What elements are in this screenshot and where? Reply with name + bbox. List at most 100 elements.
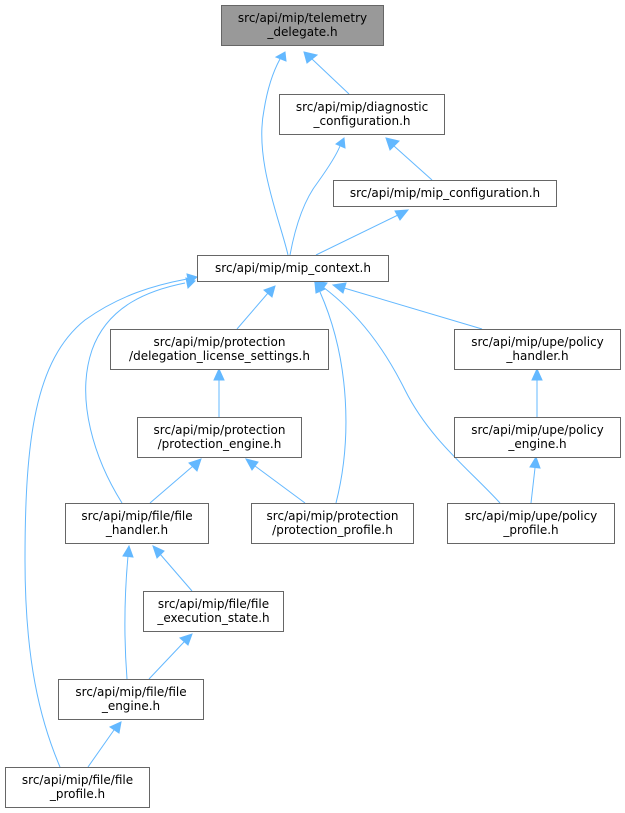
arrowhead [335,137,346,149]
node-label-line: src/api/mip/file/file [22,773,133,787]
edge-protection_engine-to-delegation_license_settings [213,367,225,417]
node-mip_configuration[interactable]: src/api/mip/mip_configuration.h [333,180,557,207]
node-box [58,679,204,720]
node-file_execution_state[interactable]: src/api/mip/file/file_execution_state.h [143,591,284,632]
edge-line [148,641,185,680]
arrowhead [394,209,410,221]
edge-line [319,291,347,504]
edge-delegation_license_settings-to-mip_context [236,285,276,330]
node-mip_context[interactable]: src/api/mip/mip_context.h [197,255,389,282]
node-diagnostic_configuration[interactable]: src/api/mip/diagnostic_configuration.h [279,94,445,135]
node-label-line: src/api/mip/upe/policy [465,509,598,523]
node-policy_handler[interactable]: src/api/mip/upe/policy_handler.h [454,329,621,370]
node-label-line: _profile.h [502,523,558,537]
node-label-line: src/api/mip/telemetry [238,11,367,25]
edge-line [87,729,115,768]
edge-line [159,553,193,592]
node-box [454,329,621,370]
arrowhead [122,544,134,558]
arrowhead [108,721,122,734]
node-file_handler[interactable]: src/api/mip/file/file_handler.h [65,503,209,544]
edge-line [343,287,483,330]
node-file_profile[interactable]: src/api/mip/file/file_profile.h [5,767,150,808]
arrowhead [245,458,259,471]
node-label-line: _engine.h [507,437,566,451]
edge-line [289,145,341,256]
node-label-line: src/api/mip/file/file [75,685,186,699]
edge-file_execution_state-to-file_handler [152,545,193,592]
edge-line [530,467,536,504]
edge-policy_handler-to-mip_context [331,282,483,330]
node-box [454,417,621,458]
edge-mip_context-to-diagnostic_configuration [289,137,346,256]
arrowhead [385,137,400,151]
edge-protection_profile-to-protection_engine [245,458,306,504]
node-box [5,767,150,808]
edge-mip_configuration-to-diagnostic_configuration [385,137,433,181]
node-label-line: src/api/mip/diagnostic [296,100,428,114]
edge-line [85,282,186,504]
edge-file_profile-to-mip_context [24,273,199,768]
arrowhead [529,455,541,469]
edge-line [149,465,194,504]
arrowhead [188,458,202,472]
node-label-line: src/api/mip/file/file [81,509,192,523]
arrowhead [303,51,319,64]
nodes-layer: src/api/mip/telemetry_delegate.hsrc/api/… [5,5,621,808]
edge-file_handler-to-mip_context [85,277,196,504]
arrowhead [331,282,347,294]
node-delegation_license_settings[interactable]: src/api/mip/protection/delegation_licens… [110,329,329,370]
node-protection_engine[interactable]: src/api/mip/protection/protection_engine… [137,417,302,458]
edge-line [236,292,269,330]
node-box [447,503,615,544]
arrowhead [531,367,543,381]
arrowhead [263,285,276,298]
node-label-line: src/api/mip/upe/policy [471,335,604,349]
node-file_engine[interactable]: src/api/mip/file/file_engine.h [58,679,204,720]
node-box [333,180,557,207]
node-label-line: _handler.h [505,349,568,363]
node-policy_engine[interactable]: src/api/mip/upe/policy_engine.h [454,417,621,458]
node-label-line: src/api/mip/protection [267,509,399,523]
node-protection_profile[interactable]: src/api/mip/protection/protection_profil… [251,503,414,544]
node-label-line: _configuration.h [312,114,410,128]
node-label-line: src/api/mip/mip_context.h [215,261,371,275]
edge-line [24,278,188,768]
node-label-line: _execution_state.h [156,611,269,625]
node-box [197,255,389,282]
edge-line [261,58,289,256]
arrowhead [152,545,165,559]
edge-diagnostic_configuration-to-telemetry_delegate [303,51,350,95]
node-label-line: _profile.h [49,787,105,801]
edge-line [311,58,350,95]
edge-mip_context-to-telemetry_delegate [261,51,289,256]
node-label-line: /delegation_license_settings.h [129,349,310,363]
edges-layer [24,51,543,768]
edge-file_engine-to-file_handler [122,544,134,680]
node-box [279,94,445,135]
edge-mip_context-to-mip_configuration [315,209,410,256]
node-box [143,591,284,632]
edge-protection_profile-to-mip_context [314,282,347,504]
edge-policy_profile-to-policy_engine [529,455,541,504]
node-box [65,503,209,544]
arrowhead [186,273,199,285]
node-box [110,329,329,370]
arrowhead [274,51,287,62]
edge-line [124,555,129,680]
node-label-line: src/api/mip/protection [154,335,286,349]
edge-policy_engine-to-policy_handler [531,367,543,417]
edge-file_handler-to-protection_engine [149,458,202,504]
node-policy_profile[interactable]: src/api/mip/upe/policy_profile.h [447,503,615,544]
edge-line [322,286,501,504]
edge-file_profile-to-file_engine [87,721,122,768]
node-box [137,417,302,458]
edge-line [393,145,433,181]
edge-policy_profile-to-mip_context [312,280,501,504]
arrowhead [179,633,193,646]
node-telemetry_delegate: src/api/mip/telemetry_delegate.h [221,5,384,46]
node-label-line: src/api/mip/file/file [158,597,269,611]
edge-line [254,465,306,504]
node-box [221,5,384,46]
